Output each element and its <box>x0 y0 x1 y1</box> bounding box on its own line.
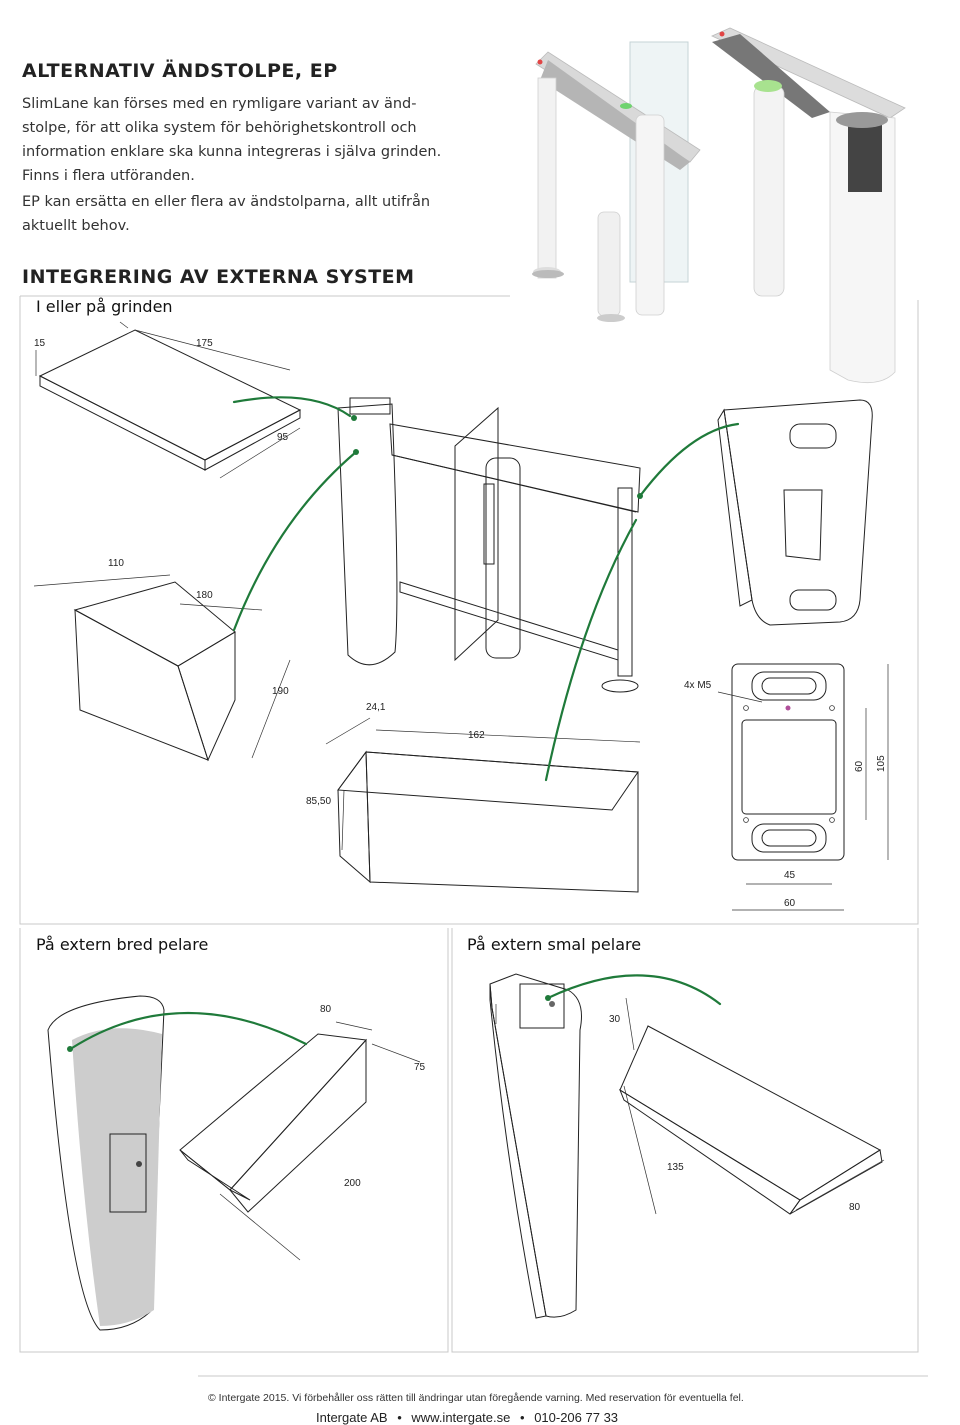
intro-line: stolpe, för att olika system för behörig… <box>22 120 417 136</box>
dim-135: 135 <box>667 1162 684 1173</box>
dim-162: 162 <box>468 730 485 741</box>
dim-24-1: 24,1 <box>366 702 386 713</box>
dim-95: 95 <box>277 432 289 443</box>
mounting-plate <box>717 663 889 911</box>
footer-phone: 010-206 77 33 <box>534 1410 619 1425</box>
intro-line: SlimLane kan förses med en rymligare var… <box>22 96 417 112</box>
narrow-pillar <box>489 973 582 1319</box>
dim-45: 45 <box>784 870 796 881</box>
section-title-alternativ: ALTERNATIV ÄNDSTOLPE, EP <box>22 60 338 82</box>
footer-separator: • <box>397 1410 402 1425</box>
intro-line: Finns i flera utföranden. <box>22 168 195 184</box>
green-connectors <box>67 396 740 1052</box>
dim-80-narrow: 80 <box>849 1202 861 1213</box>
dim-85-50: 85,50 <box>306 796 331 807</box>
dim-200: 200 <box>344 1178 361 1189</box>
dim-175: 175 <box>196 338 213 349</box>
footer-company: Intergate AB <box>316 1410 388 1425</box>
footer-copyright: © Intergate 2015. Vi förbehåller oss rät… <box>208 1392 744 1404</box>
dim-80-wide: 80 <box>320 1004 332 1015</box>
ep-paragraph: EP kan ersätta en eller flera av ändstol… <box>22 190 492 238</box>
ep-line: EP kan ersätta en eller flera av ändstol… <box>22 194 431 210</box>
dim-105: 105 <box>876 755 887 772</box>
turnstile-drawing <box>337 397 641 693</box>
panel-frames <box>19 295 928 1377</box>
dim-15: 15 <box>34 338 46 349</box>
panel-label-i-grinden: I eller på grinden <box>36 297 173 316</box>
footer-contact: Intergate AB • www.intergate.se • 010-20… <box>316 1410 618 1425</box>
dim-75: 75 <box>414 1062 426 1073</box>
footer-website[interactable]: www.intergate.se <box>411 1410 511 1425</box>
dim-180: 180 <box>196 590 213 601</box>
panel-label-bred-pelare: På extern bred pelare <box>36 935 209 954</box>
wide-pillar <box>47 995 165 1331</box>
box-80-75-200 <box>179 1021 421 1261</box>
dim-190: 190 <box>272 686 289 697</box>
box-24-162-85 <box>325 717 641 893</box>
box-15-175-95 <box>35 321 302 479</box>
box-110-180-190 <box>33 574 291 762</box>
dim-110: 110 <box>108 558 124 569</box>
intro-line: information enklare ska kunna integreras… <box>22 144 442 160</box>
dim-60-horizontal: 60 <box>784 898 796 909</box>
panel-label-smal-pelare: På extern smal pelare <box>467 935 642 954</box>
ep-line: aktuellt behov. <box>22 218 130 234</box>
intro-paragraph: SlimLane kan förses med en rymligare var… <box>22 92 472 188</box>
turnstile-photo <box>532 27 906 384</box>
footer-separator: • <box>520 1410 525 1425</box>
dim-60-vertical: 60 <box>854 760 865 772</box>
box-30-135-80 <box>618 997 885 1215</box>
section-title-integrering: INTEGRERING AV EXTERNA SYSTEM <box>22 266 415 288</box>
dim-30: 30 <box>609 1014 621 1025</box>
ep-mount-iso <box>717 399 873 626</box>
dim-4x-m5: 4x M5 <box>684 680 712 691</box>
